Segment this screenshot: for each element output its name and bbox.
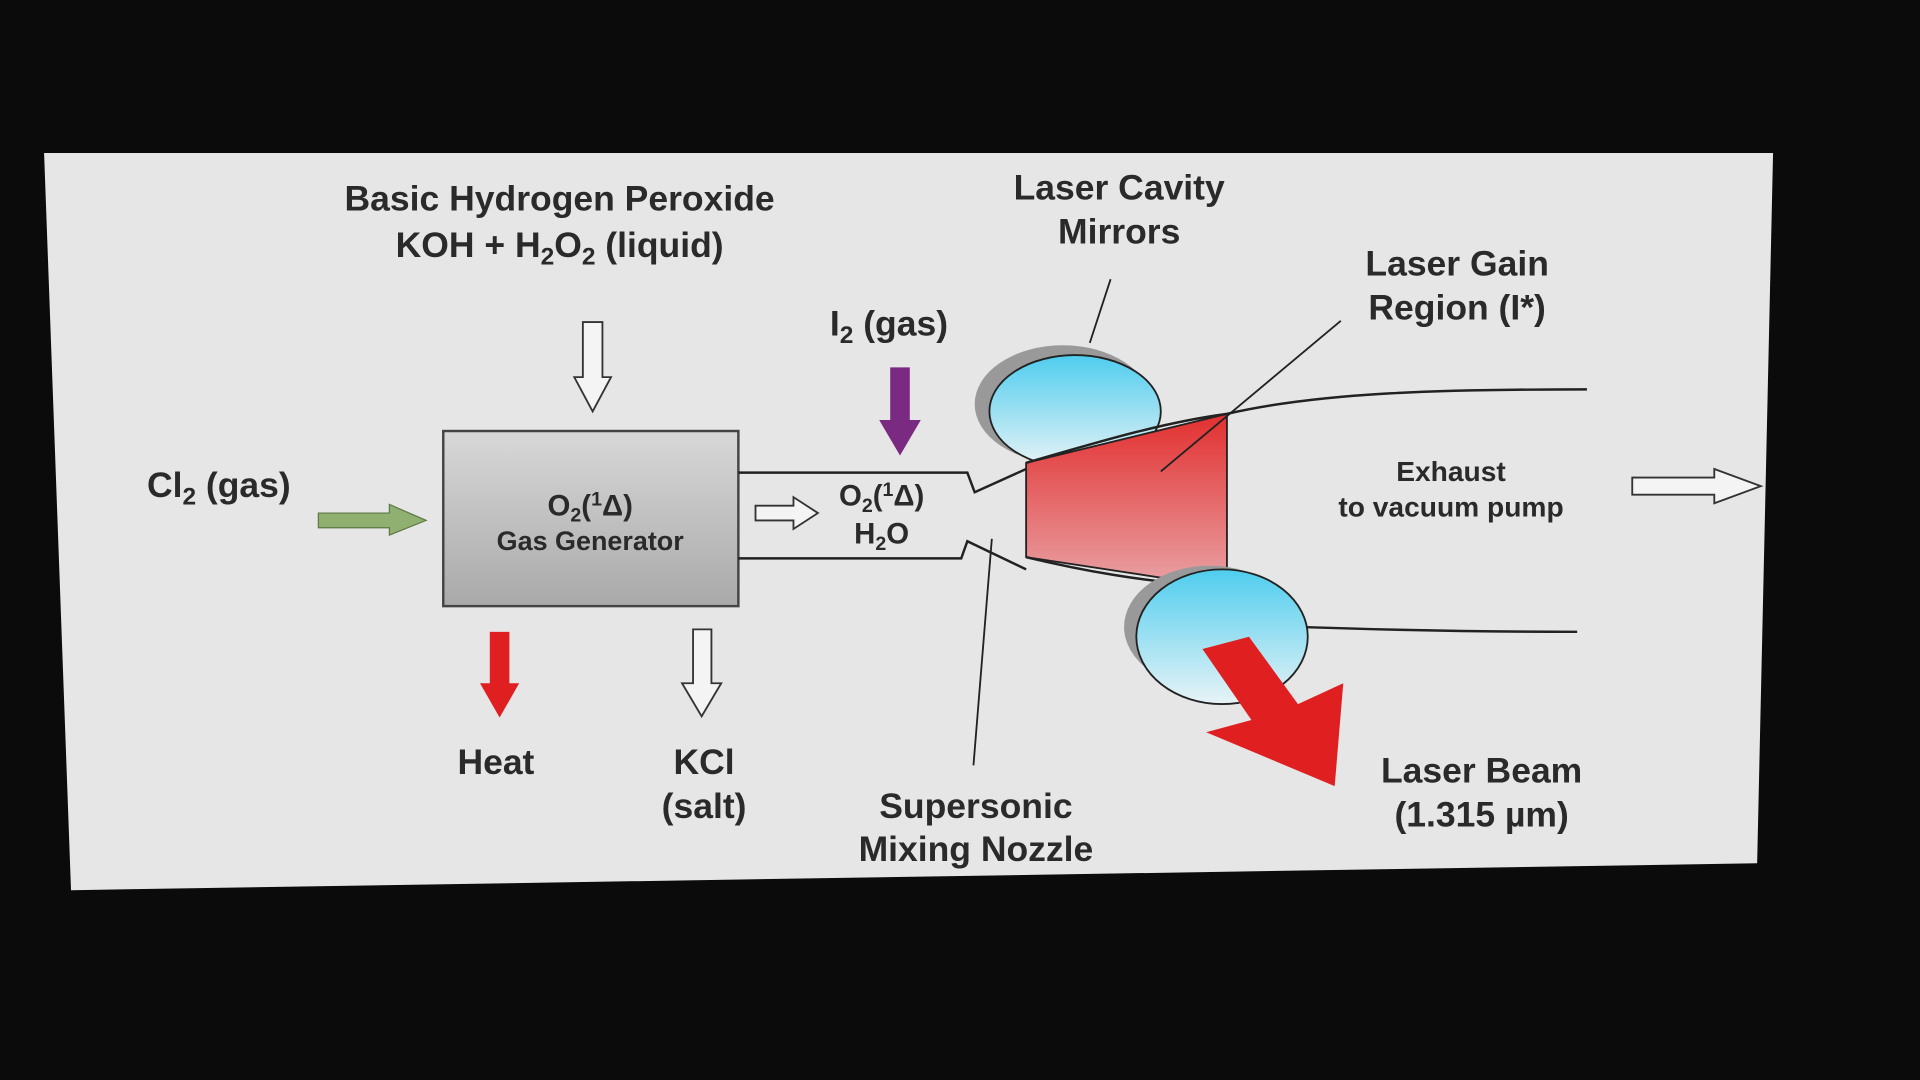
- exhaust-arrow-icon: [1631, 467, 1764, 505]
- kcl-arrow-icon: [680, 628, 723, 719]
- flow-label-line1: O2(1Δ): [839, 479, 924, 517]
- beam-label-line2: (1.315 µm): [1394, 795, 1568, 835]
- exhaust-label-line2: to vacuum pump: [1338, 492, 1563, 523]
- i2-arrow-icon: [879, 367, 921, 456]
- bhp-label-line2: KOH + H2O2 (liquid): [396, 225, 724, 270]
- generator-label-line2: Gas Generator: [497, 526, 685, 556]
- cl2-arrow-icon: [317, 503, 428, 537]
- laser-beam-arrow-icon: [1202, 636, 1344, 787]
- beam-label-line1: Laser Beam: [1381, 750, 1582, 790]
- flow-label-line2: H2O: [854, 518, 909, 555]
- generator-label-line1: O2(1Δ): [548, 489, 633, 527]
- nozzle-label-line2: Mixing Nozzle: [859, 829, 1094, 869]
- gain-label-line2: Region (I*): [1368, 288, 1545, 328]
- gas-generator-box: [442, 429, 740, 608]
- mirrors-label-line1: Laser Cavity: [1014, 168, 1225, 208]
- i2-label: I2 (gas): [830, 304, 948, 349]
- kcl-label-line2: (salt): [662, 786, 747, 826]
- nozzle-label-line1: Supersonic: [879, 786, 1072, 826]
- mirrors-label-line2: Mirrors: [1058, 212, 1180, 252]
- cl2-label: Cl2 (gas): [147, 465, 291, 510]
- leader-lines: [972, 278, 1342, 766]
- flow-arrow-icon: [754, 495, 820, 531]
- kcl-label-line1: KCl: [674, 742, 735, 782]
- heat-label: Heat: [457, 742, 534, 782]
- bhp-label-line1: Basic Hydrogen Peroxide: [345, 179, 775, 219]
- exhaust-label-line1: Exhaust: [1396, 456, 1506, 487]
- gain-label-line1: Laser Gain: [1365, 244, 1549, 284]
- bhp-arrow-icon: [572, 321, 613, 414]
- duct: [738, 467, 1027, 571]
